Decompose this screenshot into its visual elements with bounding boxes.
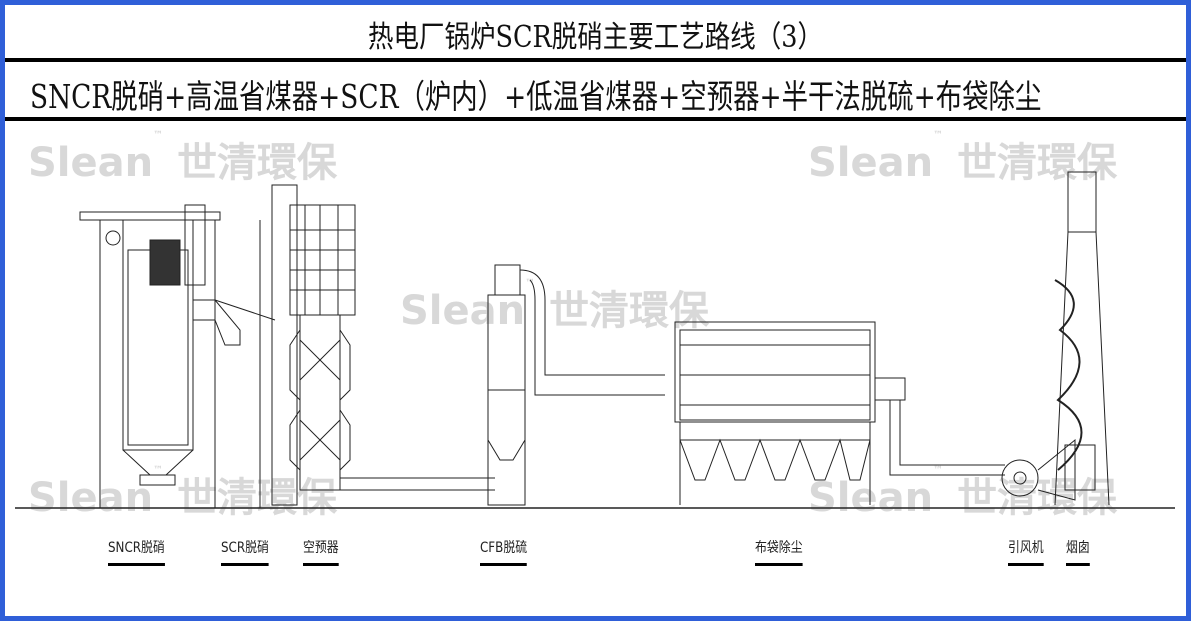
label-scr: SCR脱硝: [221, 537, 269, 566]
label-chimney: 烟囱: [1066, 537, 1090, 566]
watermark: Slean™ 世清環保: [808, 130, 1118, 186]
air-preheater: [289, 314, 351, 491]
label-baghouse: 布袋除尘: [755, 537, 803, 566]
watermark: Slean™ 世清環保: [400, 278, 710, 334]
watermark: Slean™ 世清環保: [28, 465, 338, 521]
scr-reactor: [271, 184, 356, 506]
page-title: 热电厂锅炉SCR脱硝主要工艺路线（3）: [368, 20, 823, 55]
divider: [5, 117, 1186, 121]
baghouse: [674, 321, 1005, 505]
label-sncr: SNCR脱硝: [108, 537, 165, 566]
id-fan: [1001, 438, 1076, 501]
chimney: [1054, 171, 1110, 506]
divider: [5, 58, 1186, 62]
cfb-absorber: [487, 264, 665, 506]
watermark: Slean™ 世清環保: [28, 130, 338, 186]
label-air-preheater: 空预器: [303, 537, 339, 566]
duct: [340, 477, 495, 491]
label-id-fan: 引风机: [1008, 537, 1044, 566]
boiler-sncr: [79, 204, 276, 508]
label-cfb: CFB脱硫: [480, 537, 528, 566]
page-subtitle: SNCR脱硝+高温省煤器+SCR（炉内）+低温省煤器+空预器+半干法脱硫+布袋除…: [30, 77, 1042, 116]
